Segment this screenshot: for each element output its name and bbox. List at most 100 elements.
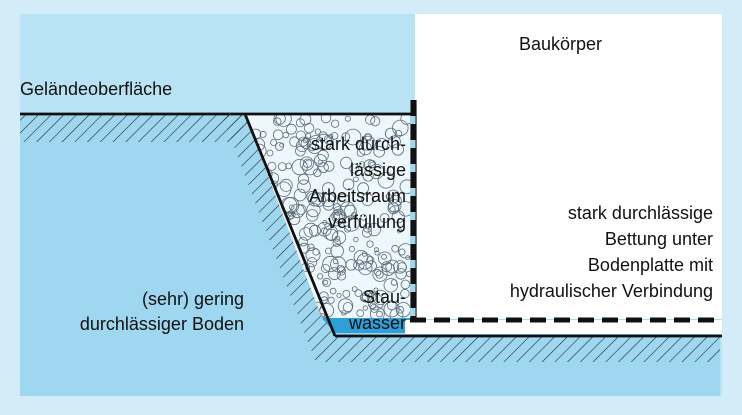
gravel-circle (385, 193, 392, 200)
gravel-circle (259, 130, 267, 138)
gravel-circle (316, 273, 324, 280)
gravel-circle (336, 265, 346, 274)
gravel-circle (321, 182, 335, 195)
gravel-circle (308, 135, 324, 150)
gravel-circle (358, 261, 373, 276)
gravel-circle (313, 154, 327, 168)
gravel-circle (273, 115, 286, 125)
gravel-circle (353, 249, 369, 265)
stau-line-2: wasser (348, 313, 406, 333)
gravel-circle (374, 250, 380, 256)
gravel-circle (320, 227, 328, 235)
gravel-circle (388, 199, 402, 213)
gravel-circle (369, 302, 376, 310)
gravel-circle (390, 194, 402, 207)
gravel-circle (373, 145, 386, 158)
gravel-circle (343, 215, 360, 232)
gravel-circle (372, 289, 388, 305)
gravel-circle (372, 266, 388, 282)
bedding-layer (405, 320, 722, 334)
gravel-circle (306, 203, 321, 218)
gravel-circle (360, 135, 376, 151)
gravel-circle (376, 310, 383, 318)
bottom-hatch (306, 337, 720, 362)
gravel-circle (348, 245, 355, 252)
gravel-circle (344, 128, 362, 146)
gravel-circle (343, 204, 357, 218)
gravel-circle (318, 131, 328, 141)
soil-label: (sehr) gering durchlässiger Boden (80, 287, 244, 337)
bedding-line-1: stark durchlässige (567, 203, 713, 223)
gravel-circle (306, 190, 319, 203)
gravel-circle (356, 253, 374, 270)
bedding-line-3: Bodenplatte mit (587, 255, 713, 275)
gravel-circle (277, 162, 287, 172)
gravel-circle (356, 309, 365, 318)
gravel-circle (387, 135, 401, 149)
gravel-circle (353, 176, 359, 183)
building-body (415, 14, 722, 319)
gravel-circle (333, 210, 346, 223)
gravel-circle (383, 301, 400, 318)
gravel-circle (391, 143, 404, 156)
gravel-circle (297, 179, 311, 194)
gravel-circle (298, 236, 308, 247)
gravel-circle (345, 259, 357, 271)
gravel-circle (322, 277, 332, 287)
gravel-circle (369, 303, 379, 313)
backfill-line-4: verfüllung (327, 212, 406, 232)
gravel-circle (354, 289, 363, 297)
gravel-circle (342, 289, 351, 298)
gravel-circle (267, 161, 277, 171)
gravel-circle (379, 213, 390, 223)
gravel-circle (344, 115, 351, 122)
gravel-circle (370, 116, 381, 127)
gravel-circle (329, 287, 337, 295)
gravel-circle (400, 115, 410, 125)
gravel-circle (362, 305, 368, 311)
gravel-circle (289, 136, 300, 147)
gravel-circle (336, 271, 347, 281)
gravel-circle (340, 156, 353, 169)
gravel-circle (399, 179, 410, 195)
gravel-circle (395, 302, 410, 318)
backfill-line-3: Arbeitsraum (308, 186, 406, 206)
gravel-circle (291, 159, 308, 176)
gravel-circle (298, 136, 309, 147)
gravel-circle (373, 247, 379, 253)
gravel-circle (393, 260, 407, 274)
gravel-circle (322, 279, 329, 285)
gravel-circle (275, 115, 292, 127)
gravel-circle (349, 163, 360, 174)
gravel-circle (361, 290, 373, 302)
gravel-circle (353, 236, 359, 243)
bedding-label: stark durchlässige Bettung unter Bodenpl… (510, 200, 713, 304)
soil-line-2: durchlässiger Boden (79, 314, 244, 334)
gravel-circle (314, 128, 321, 135)
gravel-circle (366, 240, 374, 248)
gravel-circle (330, 119, 340, 128)
gravel-circle (279, 178, 293, 192)
gravel-circle (308, 143, 317, 152)
bedding-line-4: hydraulischer Verbindung (509, 281, 713, 301)
stau-water-label: Stau- wasser (349, 284, 406, 336)
gravel-circle (367, 223, 381, 237)
gravel-circle (405, 255, 410, 261)
gravel-circle (365, 115, 376, 125)
gravel-circle (306, 257, 318, 268)
gravel-circle (381, 253, 387, 260)
gravel-circle (361, 294, 370, 303)
gravel-circle (377, 251, 392, 266)
gravel-circle (285, 162, 292, 170)
gravel-circle (332, 258, 339, 265)
gravel-circle (337, 298, 354, 314)
gravel-circle (367, 294, 385, 311)
slope-hatch (222, 115, 335, 337)
gravel-circle (270, 138, 278, 146)
gravel-circle (400, 288, 410, 299)
backfill-line-2: lässige (349, 160, 406, 180)
gravel-circle (328, 133, 334, 139)
gravel-circle (332, 238, 341, 247)
gravel-circle (305, 132, 312, 139)
